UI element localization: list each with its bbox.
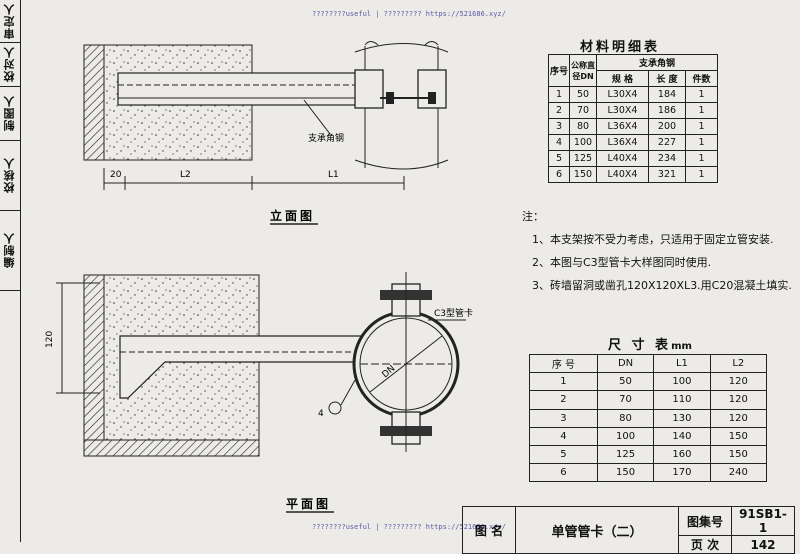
title-block: 图 名 单管管卡（二） 图集号 91SB1-1 页 次 142 <box>462 506 795 554</box>
watermark-bottom: ????????useful | ????????? https://52168… <box>312 523 506 531</box>
set-number-label: 图集号 <box>678 506 732 536</box>
elevation-dimensions: 20 L2 L1 <box>110 170 339 180</box>
page-label: 页 次 <box>678 535 732 554</box>
drawing-name: 单管管卡（二） <box>515 506 679 554</box>
elevation-title: 立面图 <box>270 208 318 225</box>
title-name-label: 图 名 <box>462 506 516 554</box>
dim-table-title: 尺 寸 表mm <box>608 338 692 353</box>
side-cell: 制图人 <box>0 86 20 141</box>
material-table-title: 材料明细表 <box>580 40 661 55</box>
svg-text:立面图: 立面图 <box>270 208 315 223</box>
plan-title: 平面图 <box>286 497 334 513</box>
watermark-top: ????????useful | ????????? https://52168… <box>312 10 506 18</box>
side-approval-strip: 审定人 校对人 制图人 校核人 编制人 <box>0 0 21 542</box>
notes-block: 注： 1、本支架按不受力考虑，只适用于固定立管安装. 2、本图与C3型管卡大样图… <box>522 205 792 297</box>
svg-text:C3型管卡: C3型管卡 <box>434 307 473 319</box>
page-value: 142 <box>731 535 795 554</box>
set-number-value: 91SB1-1 <box>731 506 795 536</box>
side-cell: 校对人 <box>0 42 20 87</box>
notes-title: 注： <box>522 210 544 223</box>
plan-view: C3型管卡 DN 4 120 平面图 <box>45 272 473 513</box>
note-item: 1、本支架按不受力考虑，只适用于固定立管安装. <box>532 233 774 246</box>
material-col-len: 长 度 <box>647 70 687 87</box>
side-cell: 编制人 <box>0 210 20 291</box>
drawing-canvas: 支承角钢 20 L2 L1 <box>45 41 473 513</box>
elevation-angle-label: 支承角钢 <box>308 132 344 144</box>
svg-text:L1: L1 <box>328 170 339 180</box>
plan-dim-120: 120 <box>45 331 55 348</box>
elevation-view: 支承角钢 20 L2 L1 <box>83 41 449 225</box>
material-col-seq: 序号 <box>548 54 570 87</box>
svg-text:支承角钢: 支承角钢 <box>308 132 344 144</box>
svg-text:120: 120 <box>45 331 55 348</box>
note-item: 3、砖墙留洞或凿孔120X120XL3.用C20混凝土填实. <box>532 279 792 292</box>
note-item: 2、本图与C3型管卡大样图同时使用. <box>532 256 712 269</box>
material-col-qty: 件数 <box>685 70 718 87</box>
side-cell: 校核人 <box>0 140 20 211</box>
material-col-spec: 规 格 <box>596 70 649 87</box>
svg-text:平面图: 平面图 <box>286 497 331 511</box>
svg-text:20: 20 <box>110 170 122 180</box>
svg-text:4: 4 <box>318 409 324 419</box>
material-col-dn: 公称直径DN <box>569 54 597 87</box>
dim-table-unit: mm <box>671 341 692 352</box>
svg-text:L2: L2 <box>180 170 191 180</box>
material-col-group: 支承角钢 <box>596 54 718 71</box>
side-cell: 审定人 <box>0 0 20 43</box>
